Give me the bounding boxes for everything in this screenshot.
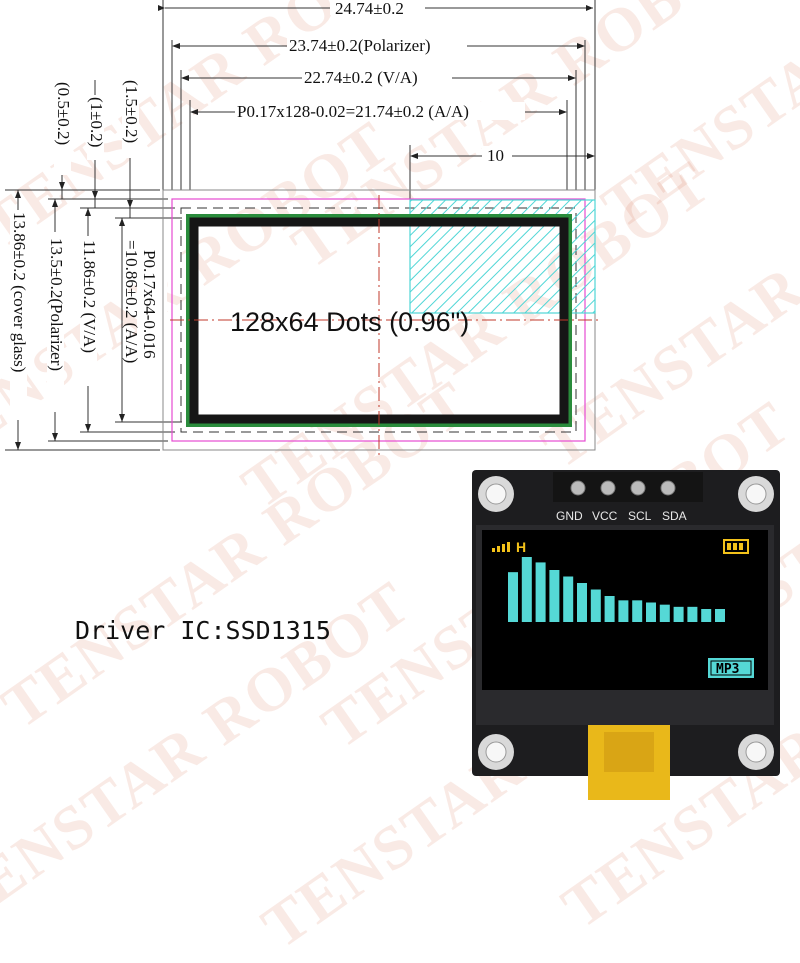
spectrum-bar: [646, 602, 656, 622]
spectrum-bar: [590, 589, 601, 622]
spectrum-bar: [632, 600, 643, 622]
dim-aa-width-text: P0.17x128-0.02=21.74±0.2 (A/A): [237, 102, 469, 121]
spectrum-bar: [687, 606, 698, 622]
header-pins: [570, 480, 676, 496]
pin-label-scl: SCL: [628, 509, 652, 523]
dim-va-height-text: 11.86±0.2 (V/A): [80, 240, 99, 353]
spectrum-bar: [701, 609, 712, 622]
dim-left-3-text: (0.5±0.2): [54, 82, 73, 145]
dim-polarizer-width-text: 23.74±0.2(Polarizer): [289, 36, 431, 55]
dim-va-width-text: 22.74±0.2 (V/A): [304, 68, 418, 87]
oled-module-photo: GND VCC SCL SDA H MP3: [472, 470, 780, 800]
spectrum-bar: [563, 576, 574, 622]
pin-label-vcc: VCC: [592, 509, 618, 523]
pin-label-gnd: GND: [556, 509, 583, 523]
dim-total-height-text: 13.86±0.2 (cover glass): [10, 212, 29, 372]
dim-aa-height-text-1: P0.17x64-0.016: [140, 250, 159, 359]
screen-h-label: H: [516, 539, 526, 555]
dim-left-1-text: (1.5±0.2): [122, 80, 141, 143]
spectrum-bar: [604, 596, 615, 622]
dim-hatch-width-text: 10: [487, 146, 504, 165]
mp3-badge-bg: [708, 658, 754, 678]
dim-polarizer-height-text: 13.5±0.2(Polarizer): [47, 238, 66, 371]
spectrum-bars: [508, 557, 725, 622]
center-dots-label: 128x64 Dots (0.96"): [230, 307, 469, 337]
driver-ic-label: Driver IC:SSD1315: [75, 616, 331, 645]
mp3-label: MP3: [716, 662, 739, 677]
pin-label-sda: SDA: [662, 509, 687, 523]
dimension-drawing: 24.74±0.2 23.74±0.2(Polarizer) 22.74±0.2…: [5, 0, 600, 455]
spectrum-bar: [508, 572, 518, 622]
dim-aa-height-text-2: =10.86±0.2 (A/A): [122, 240, 141, 363]
spectrum-bar: [549, 570, 560, 622]
cover-glass-outline: [162, 189, 596, 451]
mounting-holes: [478, 476, 774, 770]
spectrum-bar: [715, 609, 725, 622]
dim-left-2-text: (1±0.2): [87, 97, 106, 147]
spectrum-bar: [673, 606, 684, 622]
dim-total-width-text: 24.74±0.2: [335, 0, 404, 18]
battery-icon: [723, 539, 749, 554]
spectrum-bar: [659, 604, 670, 622]
spectrum-bar: [618, 600, 629, 622]
spectrum-bar: [521, 557, 532, 622]
spectrum-bar: [535, 562, 546, 622]
signal-icon: [492, 542, 510, 552]
spectrum-bar: [577, 583, 587, 622]
